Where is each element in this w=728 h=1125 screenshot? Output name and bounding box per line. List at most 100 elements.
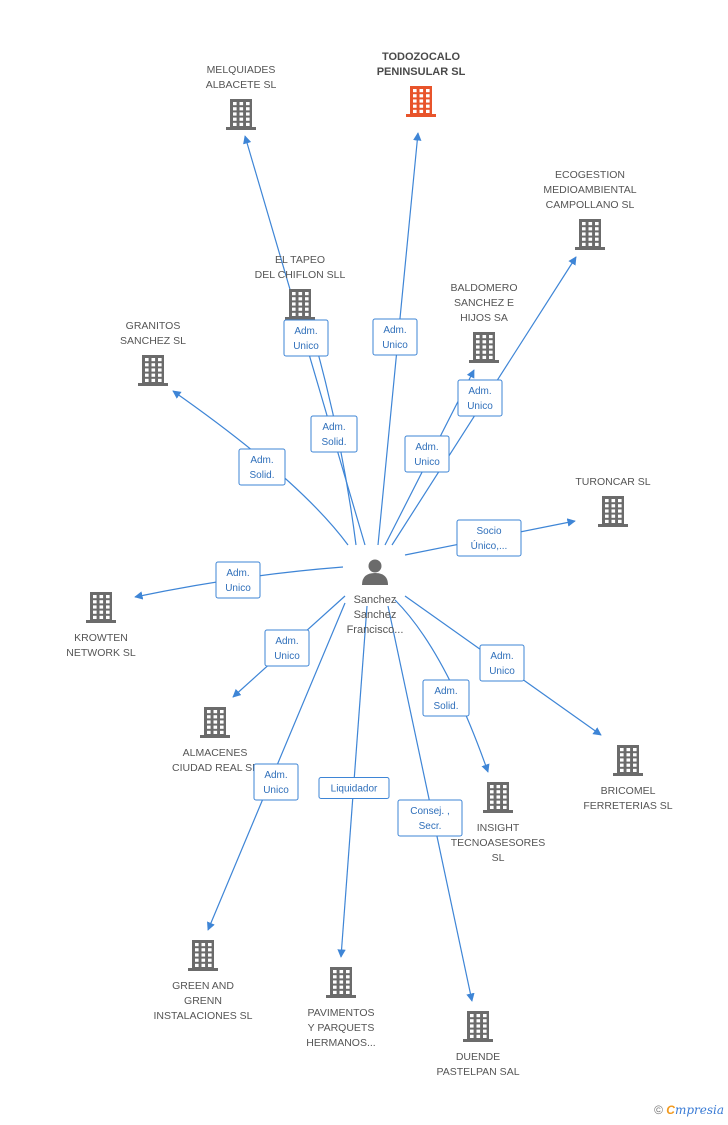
edge-label-text: Adm.	[264, 770, 287, 781]
edge-labels-layer: Adm.UnicoAdm.UnicoAdm.Solid.Adm.UnicoAdm…	[215, 318, 525, 837]
edge-label-text: Unico	[225, 583, 251, 594]
edge-label-box	[457, 379, 503, 417]
edge-label-melquiades[interactable]: Adm.Solid.	[310, 415, 358, 453]
building-icon	[406, 86, 436, 117]
company-name-line: PENINSULAR SL	[377, 66, 466, 78]
company-name-line: SANCHEZ SL	[120, 335, 186, 347]
brand-logo-first: C	[666, 1103, 675, 1117]
company-name-line: HERMANOS...	[306, 1037, 375, 1049]
edge-label-box	[264, 629, 310, 667]
edge-label-box	[310, 415, 358, 453]
edge-label-text: Solid.	[249, 470, 274, 481]
edge-label-box	[404, 435, 450, 473]
edge-label-box	[318, 777, 390, 799]
edge-label-box	[397, 799, 463, 837]
company-name-line: SANCHEZ E	[454, 297, 514, 309]
edge-line-insight	[394, 599, 490, 773]
building-icon	[575, 219, 605, 250]
edge-label-todozocalo[interactable]: Adm. Unico	[372, 318, 418, 356]
edge-label-text: Socio	[476, 526, 501, 537]
company-name-line: EL TAPEO	[275, 254, 325, 266]
person-icon	[362, 559, 388, 585]
edge-label-box	[283, 319, 329, 357]
edge-label-turoncar[interactable]: SocioÚnico,...	[456, 519, 522, 557]
edge-label-box	[456, 519, 522, 557]
copyright-footer: © Cmpresia	[654, 1103, 724, 1117]
edge-label-almacenes[interactable]: Adm. Unico	[264, 629, 310, 667]
edge-label-granitos[interactable]: Adm.Solid.	[238, 448, 286, 486]
company-node-todozocalo[interactable]: TODOZOCALO PENINSULAR SL	[377, 51, 466, 117]
edge-label-box	[422, 679, 470, 717]
building-icon	[188, 940, 218, 971]
edge-label-text: Adm.	[294, 326, 317, 337]
edge-label-green[interactable]: Adm. Unico	[253, 763, 299, 801]
company-node-granitos[interactable]: GRANITOS SANCHEZ SL	[120, 320, 186, 386]
person-name-line: Francisco...	[347, 624, 404, 636]
edge-label-text: Unico	[263, 785, 289, 796]
edge-label-box	[238, 448, 286, 486]
company-name-line: GRENN	[184, 995, 222, 1007]
company-node-almacenes[interactable]: ALMACENES CIUDAD REAL SL	[172, 707, 258, 774]
edge-label-insight[interactable]: Adm. Solid.	[422, 679, 470, 717]
company-name-line: INSIGHT	[477, 822, 520, 834]
company-name-line: DUENDE	[456, 1051, 500, 1063]
edge-label-text: Unico	[382, 340, 408, 351]
edge-label-text: Adm.	[490, 651, 513, 662]
company-name-line: CIUDAD REAL SL	[172, 762, 258, 774]
edge-label-text: Adm.	[383, 325, 406, 336]
edge-label-text: Solid.	[433, 701, 458, 712]
edge-label-text: Adm.	[322, 422, 345, 433]
edge-label-box	[215, 561, 261, 599]
building-icon	[469, 332, 499, 363]
edge-label-text: Unico	[414, 457, 440, 468]
nodes-layer: TODOZOCALO PENINSULAR SL MELQUIADESALBACET…	[66, 51, 673, 1078]
edge-label-text: Adm.	[415, 442, 438, 453]
company-name-line: INSTALACIONES SL	[153, 1010, 252, 1022]
building-icon	[285, 289, 315, 320]
company-node-green[interactable]: GREEN AND GRENN INSTALACIONES SL	[153, 940, 253, 1022]
edge-label-pavimentos[interactable]: Liquidador	[318, 777, 390, 799]
edge-label-krowten[interactable]: Adm. Unico	[215, 561, 261, 599]
company-name-line: TODOZOCALO	[382, 51, 460, 63]
edge-label-ecogestion[interactable]: Adm.Unico	[457, 379, 503, 417]
building-icon	[326, 967, 356, 998]
company-name-line: GRANITOS	[126, 320, 181, 332]
company-node-turoncar[interactable]: TURONCAR SL	[575, 476, 651, 527]
company-name-line: PASTELPAN SAL	[436, 1066, 519, 1078]
edge-label-melquiades[interactable]: Adm.Unico	[283, 319, 329, 357]
building-icon	[226, 99, 256, 130]
edge-label-baldomero[interactable]: Adm. Unico	[404, 435, 450, 473]
edge-label-box	[372, 318, 418, 356]
company-name-line: GREEN AND	[172, 980, 234, 992]
company-name-line: MEDIOAMBIENTAL	[543, 184, 636, 196]
company-name-line: ECOGESTION	[555, 169, 625, 181]
edge-label-bricomel[interactable]: Adm. Unico	[479, 644, 525, 682]
edge-label-text: Único,...	[471, 539, 508, 552]
company-name-line: TURONCAR SL	[575, 476, 650, 488]
edge-label-text: Adm.	[226, 568, 249, 579]
center-person[interactable]: SanchezSanchezFrancisco...	[347, 559, 404, 637]
edge-label-duende[interactable]: Consej. ,Secr.	[397, 799, 463, 837]
edge-label-text: Adm.	[434, 686, 457, 697]
edge-label-text: Unico	[467, 401, 493, 412]
edge-label-text: Unico	[274, 651, 300, 662]
edge-label-text: Adm.	[275, 636, 298, 647]
company-name-line: BALDOMERO	[450, 282, 517, 294]
company-name-line: Y PARQUETS	[308, 1022, 375, 1034]
company-name-line: FERRETERIAS SL	[583, 800, 672, 812]
company-node-duende[interactable]: DUENDE PASTELPAN SAL	[436, 1011, 520, 1078]
brand-logo-rest: mpresia	[674, 1103, 724, 1117]
company-node-pavimentos[interactable]: PAVIMENTOS Y PARQUETS HERMANOS...	[306, 967, 376, 1049]
company-name-line: ALMACENES	[183, 747, 248, 759]
edge-label-text: Unico	[489, 666, 515, 677]
company-name-line: PAVIMENTOS	[307, 1007, 374, 1019]
edge-label-box	[253, 763, 299, 801]
